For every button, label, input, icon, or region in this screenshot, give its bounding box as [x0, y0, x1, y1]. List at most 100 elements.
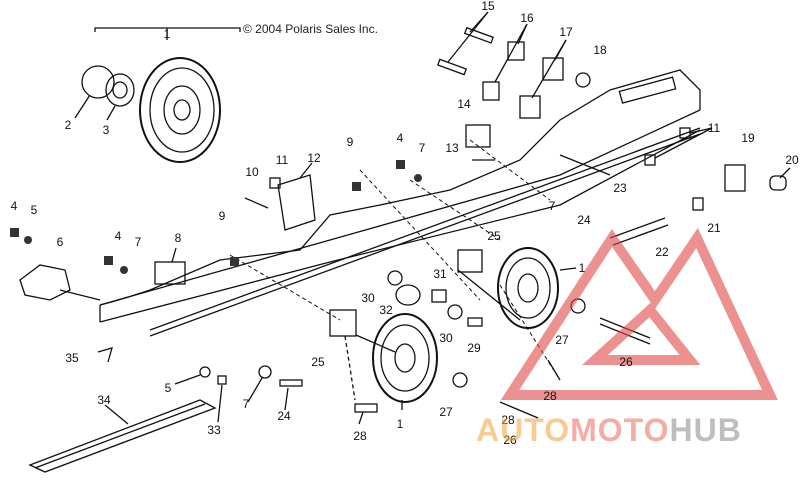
rail-upper-edge [149, 69, 701, 291]
callout-28: 28 [353, 429, 367, 443]
leader-line [59, 289, 101, 301]
callout-9: 9 [346, 135, 354, 149]
rail-bottom [99, 129, 701, 323]
spacer-32 [395, 284, 421, 306]
idler-wheel-lower [372, 313, 438, 403]
idler-wheel-outer [139, 57, 221, 163]
leader-line [494, 23, 528, 83]
callout-8: 8 [174, 231, 182, 245]
watermark-part-auto: AUTO [476, 412, 571, 448]
callout-9: 9 [218, 209, 226, 223]
block-8 [154, 261, 186, 285]
callout-16: 16 [520, 11, 534, 25]
watermark-brand: AUTOMOTOHUB [476, 412, 742, 449]
leader-line [284, 387, 289, 411]
callout-10: 10 [245, 165, 259, 179]
leader-line [217, 384, 223, 423]
axle-22 [609, 217, 666, 239]
clip-14 [465, 124, 491, 148]
leader-line [104, 404, 129, 425]
callout-19: 19 [741, 131, 755, 145]
leader-line [74, 94, 91, 119]
callout-23: 23 [613, 181, 627, 195]
callout-13: 13 [445, 141, 459, 155]
callout-21: 21 [707, 221, 721, 235]
callout-2: 2 [64, 118, 72, 132]
callout-28: 28 [543, 389, 557, 403]
callout-7: 7 [548, 199, 556, 213]
leader-line [559, 154, 611, 176]
rail-slot [618, 76, 677, 104]
callout-5: 5 [164, 381, 172, 395]
nut-9b [230, 257, 239, 266]
callout-14: 14 [457, 97, 471, 111]
washer-7b [120, 266, 128, 274]
leader-line [531, 39, 567, 99]
rail-top [99, 109, 701, 306]
leader-line [559, 267, 577, 271]
callout-7: 7 [242, 397, 250, 411]
callout-4: 4 [114, 229, 122, 243]
wear-strip [149, 127, 701, 331]
callout-31: 31 [433, 267, 447, 281]
callout-7: 7 [134, 235, 142, 249]
callout-17: 17 [559, 25, 573, 39]
bushing-16b [482, 81, 500, 101]
callout-11: 11 [275, 153, 289, 167]
callout-3: 3 [102, 123, 110, 137]
bracket-17a [542, 57, 564, 81]
callout-4: 4 [396, 131, 404, 145]
callout-26: 26 [503, 433, 517, 447]
callout-1: 1 [578, 261, 586, 275]
bracket-19 [724, 164, 746, 192]
watermark-part-moto: MOTO [570, 412, 670, 448]
callout-26: 26 [619, 355, 633, 369]
nut-9a [352, 182, 361, 191]
callout-34: 34 [97, 393, 111, 407]
wear-strip-34 [28, 399, 217, 473]
callout-5: 5 [30, 203, 38, 217]
nut-4a [396, 160, 405, 169]
callout-30: 30 [361, 291, 375, 305]
callout-30: 30 [439, 331, 453, 345]
leader-line [299, 162, 313, 179]
callout-1: 1 [396, 417, 404, 431]
washer-30b [447, 304, 463, 320]
bushing-16a [507, 41, 525, 61]
bolt-15a [463, 26, 494, 44]
callout-12: 12 [307, 151, 321, 165]
leader-line [171, 247, 177, 263]
idler-mount-25b [329, 309, 357, 337]
callout-6: 6 [56, 235, 64, 249]
callout-25: 25 [487, 229, 501, 243]
callout-7: 7 [418, 141, 426, 155]
nut-4c [104, 256, 113, 265]
callout-18: 18 [593, 43, 607, 57]
washer-30a [387, 270, 403, 286]
callout-24: 24 [277, 409, 291, 423]
washer-7a [414, 174, 422, 182]
leader-line [689, 127, 713, 134]
leader-line [106, 105, 116, 121]
callout-22: 22 [655, 245, 669, 259]
watermark-logo-icon [500, 227, 778, 400]
copyright-text: © 2004 Polaris Sales Inc. [243, 22, 378, 36]
leader-line [358, 411, 364, 425]
callout-28: 28 [501, 413, 515, 427]
leader-line [654, 127, 713, 159]
bearing [105, 73, 135, 107]
callout-4: 4 [10, 199, 18, 213]
callout-27: 27 [439, 405, 453, 419]
cap-20 [769, 175, 787, 191]
plate-12 [277, 174, 316, 231]
leader-line [174, 374, 201, 385]
callout-24: 24 [577, 213, 591, 227]
leader-line [779, 167, 791, 179]
callout-25: 25 [311, 355, 325, 369]
idler-wheel-right [497, 247, 559, 329]
callout-1: 1 [163, 27, 171, 41]
washer-18 [575, 72, 591, 88]
callout-29: 29 [467, 341, 481, 355]
washer-5a [24, 236, 32, 244]
